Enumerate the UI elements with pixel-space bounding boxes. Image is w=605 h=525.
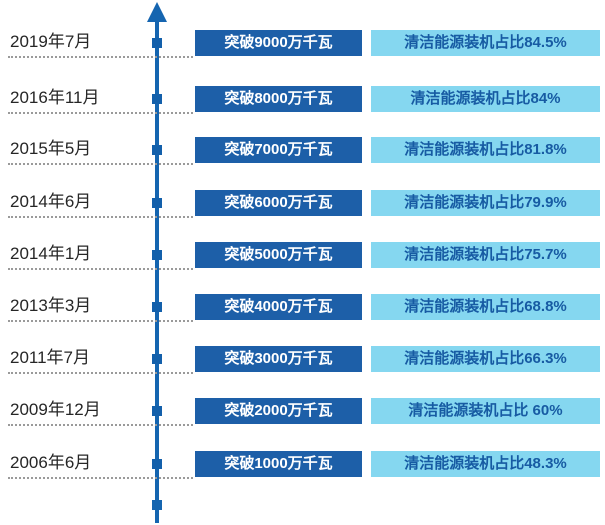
timeline-node bbox=[152, 250, 162, 260]
dotted-connector bbox=[8, 163, 193, 165]
clean-energy-share-badge: 清洁能源装机占比84% bbox=[371, 86, 600, 112]
milestone-badge: 突破9000万千瓦 bbox=[195, 30, 362, 56]
date-label: 2019年7月 bbox=[10, 32, 92, 51]
timeline-node bbox=[152, 38, 162, 48]
dotted-connector bbox=[8, 268, 193, 270]
timeline-row: 2014年1月 突破5000万千瓦 清洁能源装机占比75.7% bbox=[0, 240, 605, 270]
timeline-row: 2009年12月 突破2000万千瓦 清洁能源装机占比 60% bbox=[0, 396, 605, 426]
timeline-axis bbox=[155, 20, 159, 523]
clean-energy-share-badge: 清洁能源装机占比75.7% bbox=[371, 242, 600, 268]
milestone-badge: 突破7000万千瓦 bbox=[195, 137, 362, 163]
date-label: 2014年6月 bbox=[10, 192, 92, 211]
timeline-node bbox=[152, 145, 162, 155]
milestone-badge: 突破3000万千瓦 bbox=[195, 346, 362, 372]
date-label: 2013年3月 bbox=[10, 296, 92, 315]
date-label: 2014年1月 bbox=[10, 244, 92, 263]
date-label: 2009年12月 bbox=[10, 400, 101, 419]
clean-energy-share-badge: 清洁能源装机占比66.3% bbox=[371, 346, 600, 372]
dotted-connector bbox=[8, 320, 193, 322]
timeline-row: 2016年11月 突破8000万千瓦 清洁能源装机占比84% bbox=[0, 84, 605, 114]
arrow-up-icon bbox=[147, 2, 167, 22]
timeline-row: 2015年5月 突破7000万千瓦 清洁能源装机占比81.8% bbox=[0, 135, 605, 165]
timeline-node bbox=[152, 459, 162, 469]
timeline-node bbox=[152, 302, 162, 312]
clean-energy-share-badge: 清洁能源装机占比 60% bbox=[371, 398, 600, 424]
dotted-connector bbox=[8, 477, 193, 479]
milestone-badge: 突破5000万千瓦 bbox=[195, 242, 362, 268]
timeline-row: 2006年6月 突破1000万千瓦 清洁能源装机占比48.3% bbox=[0, 449, 605, 479]
timeline-node bbox=[152, 354, 162, 364]
timeline-node bbox=[152, 406, 162, 416]
dotted-connector bbox=[8, 56, 193, 58]
timeline-row: 2013年3月 突破4000万千瓦 清洁能源装机占比68.8% bbox=[0, 292, 605, 322]
timeline-node bbox=[152, 198, 162, 208]
milestone-badge: 突破6000万千瓦 bbox=[195, 190, 362, 216]
milestone-badge: 突破1000万千瓦 bbox=[195, 451, 362, 477]
timeline-node bbox=[152, 94, 162, 104]
timeline-row: 2011年7月 突破3000万千瓦 清洁能源装机占比66.3% bbox=[0, 344, 605, 374]
clean-energy-share-badge: 清洁能源装机占比81.8% bbox=[371, 137, 600, 163]
dotted-connector bbox=[8, 216, 193, 218]
date-label: 2016年11月 bbox=[10, 88, 100, 107]
clean-energy-share-badge: 清洁能源装机占比79.9% bbox=[371, 190, 600, 216]
clean-energy-share-badge: 清洁能源装机占比48.3% bbox=[371, 451, 600, 477]
date-label: 2006年6月 bbox=[10, 453, 92, 472]
clean-energy-share-badge: 清洁能源装机占比84.5% bbox=[371, 30, 600, 56]
dotted-connector bbox=[8, 372, 193, 374]
clean-energy-share-badge: 清洁能源装机占比68.8% bbox=[371, 294, 600, 320]
dotted-connector bbox=[8, 112, 193, 114]
timeline-end-node bbox=[152, 500, 162, 510]
date-label: 2011年7月 bbox=[10, 348, 91, 367]
timeline-row: 2019年7月 突破9000万千瓦 清洁能源装机占比84.5% bbox=[0, 28, 605, 58]
milestone-badge: 突破2000万千瓦 bbox=[195, 398, 362, 424]
milestone-badge: 突破4000万千瓦 bbox=[195, 294, 362, 320]
milestone-badge: 突破8000万千瓦 bbox=[195, 86, 362, 112]
date-label: 2015年5月 bbox=[10, 139, 92, 158]
timeline-row: 2014年6月 突破6000万千瓦 清洁能源装机占比79.9% bbox=[0, 188, 605, 218]
dotted-connector bbox=[8, 424, 193, 426]
